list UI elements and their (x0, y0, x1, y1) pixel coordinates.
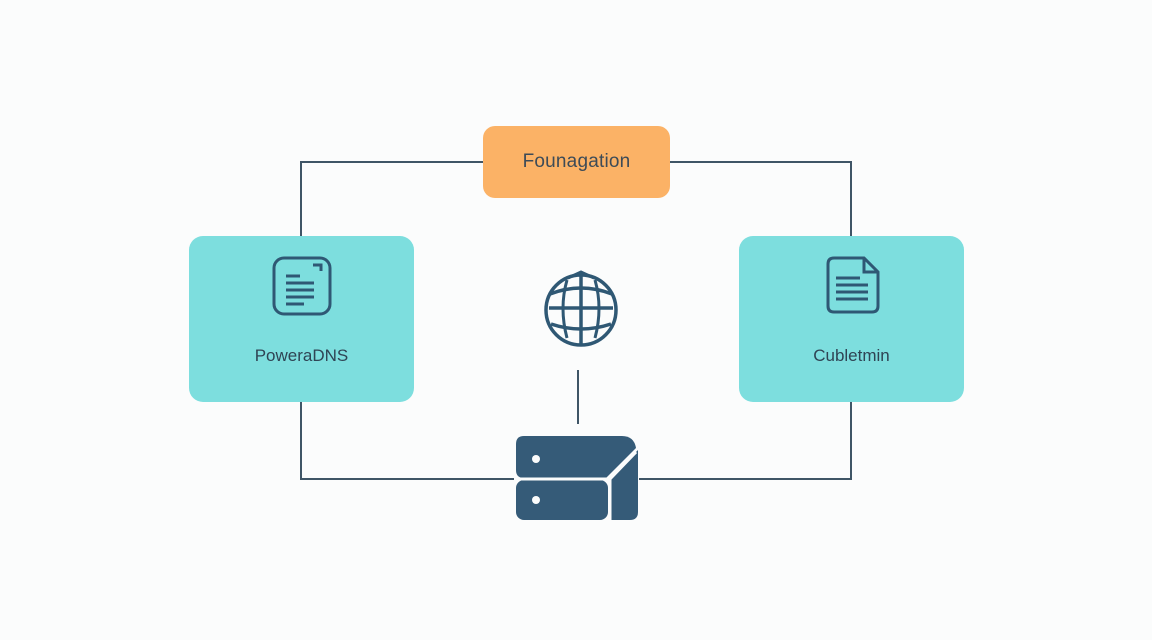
connector-bottom-right (639, 402, 852, 480)
left-node-label: PoweraDNS (254, 346, 349, 365)
connector-bottom-left (300, 402, 514, 480)
document-icon (272, 256, 331, 316)
right-node: Cubletmin (739, 236, 964, 402)
globe-shield-icon (544, 270, 618, 347)
right-node-label: Cubletmin (813, 346, 890, 365)
left-node: PoweraDNS (189, 236, 414, 402)
document-icon (826, 256, 879, 314)
top-node-label: Founagation (522, 151, 631, 172)
connector-top-left (300, 161, 483, 236)
connector-top-right (670, 161, 852, 236)
server-icon (516, 436, 638, 520)
top-node: Founagation (483, 126, 670, 198)
